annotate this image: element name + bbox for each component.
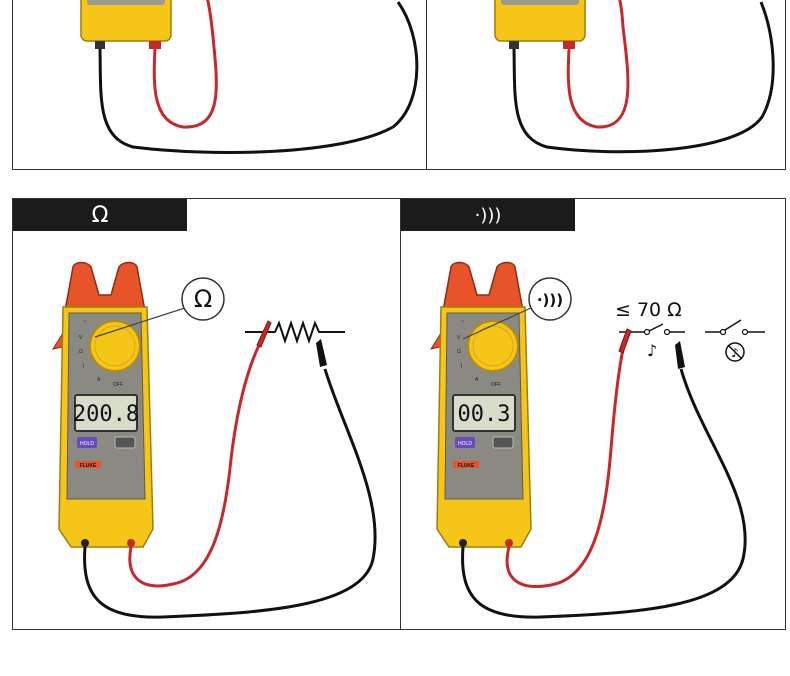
- red-probe-tip: [256, 320, 272, 348]
- hold-button-label: HOLD: [458, 441, 472, 447]
- red-test-lead: [128, 340, 263, 588]
- mode-callout: [528, 277, 572, 321]
- v-ohm-jack: [505, 539, 513, 547]
- continuity-drawing: ~ V Ω ·) A OFF ·))) 00.3 HOLD FLUKE ≤ 70…: [429, 261, 765, 619]
- lcd-display: [74, 394, 138, 432]
- black-test-lead: [461, 368, 747, 619]
- black-probe-tip: [675, 341, 685, 369]
- switch-blade: [648, 323, 664, 332]
- hold-button-label: HOLD: [80, 441, 94, 447]
- dial-ring: [472, 325, 514, 367]
- continuity-tab: ·))): [401, 199, 575, 231]
- lcd-reading: 200.8: [73, 402, 139, 427]
- com-jack: [95, 41, 105, 49]
- red-test-lead: [505, 348, 625, 588]
- v-ohm-jack: [127, 539, 135, 547]
- beep-note-icon: ♪: [647, 341, 657, 360]
- dial-mark: V: [457, 335, 461, 341]
- dial-mark: A: [475, 377, 479, 383]
- meter-bottom-panel: [87, 0, 165, 5]
- hold-button: [455, 437, 475, 448]
- dial-mark: OFF: [491, 382, 501, 388]
- black-test-lead: [98, 1, 419, 154]
- threshold-label: ≤ 70 Ω: [615, 299, 682, 321]
- top-right-panel: [426, 0, 786, 170]
- com-jack: [459, 539, 467, 547]
- clamp-jaws: [64, 261, 146, 312]
- continuity-panel: ·))) ~ V Ω ·) A OFF ·))) 00.3 HOLD FLUKE…: [400, 198, 786, 630]
- dial-mark: Ω: [457, 349, 461, 355]
- clamp-jaws: [442, 261, 524, 312]
- dial-mark: ~: [83, 319, 86, 325]
- resistance-tab: Ω: [13, 199, 187, 231]
- dial-mark: V: [79, 335, 83, 341]
- hold-button: [77, 437, 97, 448]
- open-switch-contact: [741, 328, 749, 336]
- brand-label: FLUKE: [458, 463, 475, 469]
- backlight-button: [114, 436, 136, 449]
- resistance-drawing: ~ V Ω ·) A OFF Ω 200.8 HOLD FLUKE: [51, 261, 377, 619]
- resistance-panel: Ω ~ V Ω ·) A OFF Ω 200.8 HOLD FLUKE: [12, 198, 402, 630]
- callout-line: [462, 306, 534, 340]
- red-test-lead: [152, 0, 218, 129]
- switch-contact: [643, 328, 651, 336]
- black-probe-tip: [316, 339, 327, 367]
- meter-bottom-body: [494, 0, 586, 42]
- red-test-lead: [566, 0, 630, 129]
- backlight-button: [492, 436, 514, 449]
- brand-badge: [453, 461, 479, 468]
- top-left-panel: [12, 0, 428, 170]
- v-jack: [149, 41, 161, 49]
- dial-mark: ·): [81, 363, 85, 369]
- no-beep-icon: [725, 342, 745, 362]
- rotary-dial: [89, 320, 141, 372]
- black-test-lead: [83, 368, 377, 619]
- no-beep-slash: [727, 344, 743, 360]
- dial-mark: Ω: [79, 349, 83, 355]
- dial-mark: ·): [459, 363, 463, 369]
- callout-ohm-symbol: Ω: [194, 285, 212, 313]
- red-probe-tip: [618, 328, 632, 354]
- callout-line: [94, 306, 189, 338]
- resistor-symbol: [245, 319, 345, 345]
- open-switch-contact: [719, 328, 727, 336]
- lcd-display: [452, 394, 516, 432]
- rotary-dial: [467, 320, 519, 372]
- continuity-tab-symbol: ·))): [474, 204, 502, 226]
- ohm-tab-symbol: Ω: [91, 202, 109, 228]
- meter-bottom-panel: [501, 0, 579, 5]
- com-jack: [509, 41, 519, 49]
- meter-bottom-body: [80, 0, 172, 42]
- brand-badge: [75, 461, 101, 468]
- top-right-drawing: [494, 0, 775, 154]
- dial-mark: A: [97, 377, 101, 383]
- black-test-lead: [512, 1, 775, 154]
- lcd-reading: 00.3: [458, 402, 511, 427]
- com-jack: [81, 539, 89, 547]
- callout-beeper-symbol: ·))): [537, 291, 563, 309]
- v-jack: [563, 41, 575, 49]
- switch-contact: [663, 328, 671, 336]
- open-switch-blade: [724, 319, 742, 331]
- dial-mark: OFF: [113, 382, 123, 388]
- brand-label: FLUKE: [80, 463, 97, 469]
- dial-mark: ~: [461, 319, 464, 325]
- mode-callout: [181, 277, 225, 321]
- top-left-drawing: [80, 0, 419, 154]
- dial-ring: [94, 325, 136, 367]
